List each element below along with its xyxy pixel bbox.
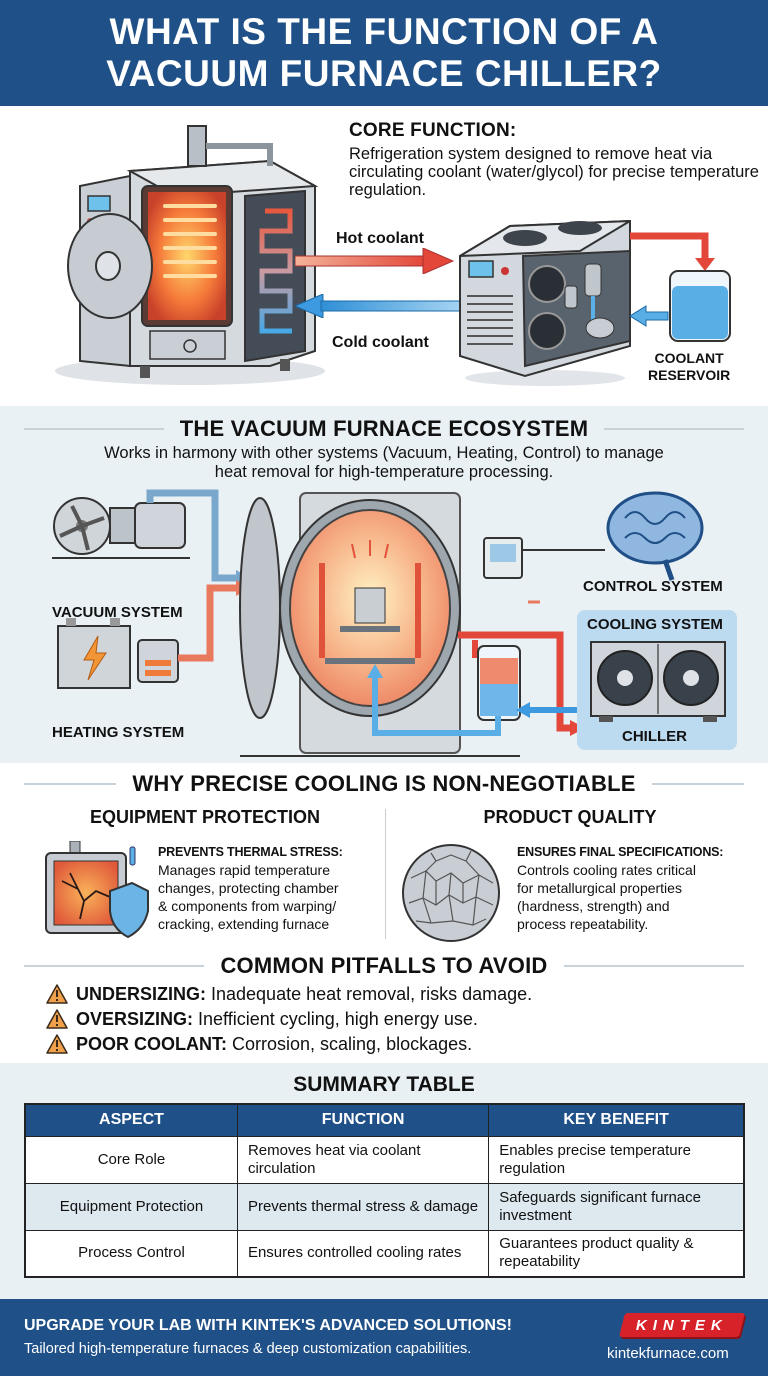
divider [651, 783, 744, 785]
product-quality-title: PRODUCT QUALITY [483, 807, 657, 827]
chiller-unit-illustration-icon [459, 219, 631, 386]
pitfall-item: POOR COOLANT:Corrosion, scaling, blockag… [46, 1031, 532, 1056]
table-cell: Removes heat via coolant circulation [236, 1135, 490, 1184]
ecosystem-diagram [52, 489, 704, 757]
table-cell: Ensures controlled cooling rates [236, 1229, 490, 1278]
pitfall-item: UNDERSIZING:Inadequate heat removal, ris… [46, 981, 532, 1006]
vacuum-pump-icon [52, 489, 250, 586]
why-cooling-heading: WHY PRECISE COOLING IS NON-NEGOTIABLE [0, 771, 768, 797]
cooling-system-box: COOLING SYSTEM CHILLER [577, 610, 737, 750]
footer-cta: UPGRADE YOUR LAB WITH KINTEK'S ADVANCED … [24, 1317, 512, 1334]
pitfall-item: OVERSIZING:Inefficient cycling, high ene… [46, 1006, 532, 1031]
chiller-label: CHILLER [622, 728, 687, 745]
ecosystem-heading: THE VACUUM FURNACE ECOSYSTEM [0, 416, 768, 442]
vacuum-system-label: VACUUM SYSTEM [52, 604, 183, 621]
pitfalls-heading: COMMON PITFALLS TO AVOID [0, 953, 768, 979]
core-function-body: Refrigeration system designed to remove … [349, 145, 759, 199]
footer-banner: UPGRADE YOUR LAB WITH KINTEK'S ADVANCED … [0, 1299, 768, 1376]
kintek-logo[interactable]: KINTEK [619, 1313, 745, 1337]
hot-coolant-arrow-icon [295, 248, 455, 274]
summary-section: SUMMARY TABLE ASPECT FUNCTION KEY BENEFI… [0, 1063, 768, 1299]
core-function-text: CORE FUNCTION: Refrigeration system desi… [349, 120, 759, 199]
chiller-fans-icon [590, 641, 726, 722]
heating-system-label: HEATING SYSTEM [52, 724, 185, 741]
divider [604, 428, 745, 430]
cooling-system-label: COOLING SYSTEM [587, 616, 723, 633]
coolant-reservoir-icon [630, 232, 731, 342]
table-row: Core Role Removes heat via coolant circu… [24, 1135, 745, 1184]
footer-tagline: Tailored high-temperature furnaces & dee… [24, 1341, 472, 1357]
divider [24, 428, 164, 430]
divider [24, 783, 117, 785]
table-row: Equipment Protection Prevents thermal st… [24, 1182, 745, 1231]
furnace-chamber-icon [239, 492, 520, 757]
warning-icon [46, 1008, 68, 1029]
website-link[interactable]: kintekfurnace.com [607, 1345, 729, 1362]
ecosystem-subtitle: Works in harmony with other systems (Vac… [104, 444, 664, 481]
why-cooling-section: WHY PRECISE COOLING IS NON-NEGOTIABLE EQ… [0, 763, 768, 1063]
column-header: KEY BENEFIT [488, 1103, 745, 1137]
table-cell: Safeguards significant furnace investmen… [488, 1182, 745, 1231]
cold-coolant-label: Cold coolant [332, 334, 429, 351]
coolant-reservoir-label: COOLANT RESERVOIR [648, 350, 731, 383]
warning-icon [46, 983, 68, 1004]
brain-icon [606, 491, 704, 581]
divider [563, 965, 744, 967]
pitfalls-title: COMMON PITFALLS TO AVOID [220, 953, 548, 978]
control-system-label: CONTROL SYSTEM [583, 578, 723, 595]
table-cell: Process Control [24, 1229, 238, 1278]
table-cell: Equipment Protection [24, 1182, 238, 1231]
ecosystem-section: THE VACUUM FURNACE ECOSYSTEM Works in ha… [0, 406, 768, 763]
column-header: FUNCTION [236, 1103, 490, 1137]
metal-grain-structure-icon [402, 844, 500, 942]
core-function-section: CORE FUNCTION: Refrigeration system desi… [0, 106, 768, 406]
warning-icon [46, 1033, 68, 1054]
equipment-protection-title: EQUIPMENT PROTECTION [89, 807, 320, 827]
ecosystem-title: THE VACUUM FURNACE ECOSYSTEM [179, 416, 589, 441]
table-header-row: ASPECT FUNCTION KEY BENEFIT [24, 1103, 745, 1137]
why-cooling-title: WHY PRECISE COOLING IS NON-NEGOTIABLE [132, 771, 636, 796]
table-cell: Prevents thermal stress & damage [236, 1182, 490, 1231]
summary-title: SUMMARY TABLE [293, 1073, 475, 1096]
hot-coolant-label: Hot coolant [336, 230, 424, 247]
divider [24, 965, 205, 967]
equipment-protection-desc: PREVENTS THERMAL STRESS: Manages rapid t… [158, 845, 343, 932]
cracked-furnace-shield-icon [45, 841, 149, 939]
page-title: WHAT IS THE FUNCTION OF A VACUUM FURNACE… [106, 11, 662, 94]
table-cell: Enables precise temperature regulation [488, 1135, 745, 1184]
pitfalls-list: UNDERSIZING:Inadequate heat removal, ris… [46, 981, 532, 1056]
summary-table: ASPECT FUNCTION KEY BENEFIT Core Role Re… [24, 1103, 745, 1278]
vacuum-furnace-illustration-icon [55, 125, 325, 385]
table-cell: Core Role [24, 1135, 238, 1184]
heating-battery-icon [57, 580, 250, 689]
product-quality-desc: ENSURES FINAL SPECIFICATIONS: Controls c… [517, 845, 724, 932]
core-function-title: CORE FUNCTION: [349, 120, 517, 141]
table-cell: Guarantees product quality & repeatabili… [488, 1229, 745, 1278]
cold-coolant-arrow-icon [295, 294, 465, 318]
column-header: ASPECT [24, 1103, 238, 1137]
controller-panel-icon [483, 537, 605, 579]
column-divider [385, 809, 386, 939]
table-row: Process Control Ensures controlled cooli… [24, 1229, 745, 1278]
page-header: WHAT IS THE FUNCTION OF A VACUUM FURNACE… [0, 0, 768, 106]
